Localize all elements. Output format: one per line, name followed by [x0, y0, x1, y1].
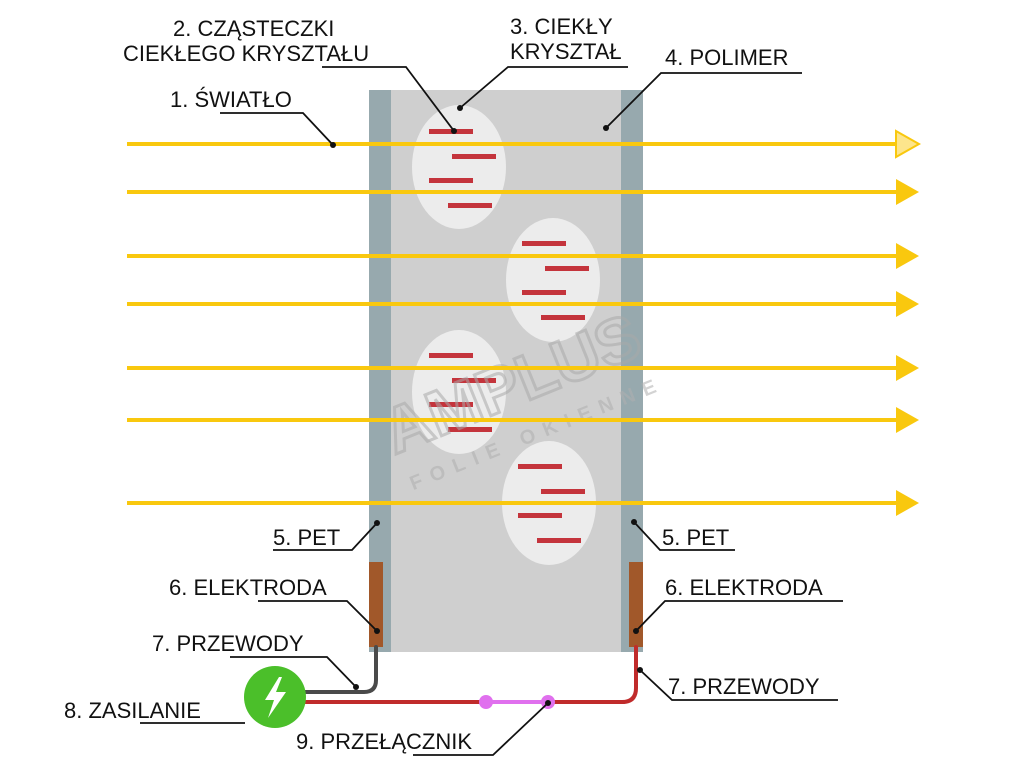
label-pet-right: 5. PET	[662, 525, 729, 550]
lc-particle	[452, 154, 496, 159]
leader-electrode-left	[258, 600, 378, 632]
arrowhead-icon	[896, 291, 919, 317]
label-power: 8. ZASILANIE	[64, 698, 201, 723]
label-lc-line2: KRYSZTAŁ	[510, 39, 622, 64]
label-wires-right: 7. PRZEWODY	[668, 674, 820, 699]
lc-particle	[522, 290, 566, 295]
lc-particle	[448, 427, 492, 432]
lc-particle	[541, 315, 585, 320]
arrowhead-icon	[896, 490, 919, 516]
lc-particle	[429, 353, 473, 358]
droplet	[412, 105, 506, 229]
arrowhead-icon	[896, 355, 919, 381]
wire-dark-left	[298, 645, 378, 694]
leader-switch	[413, 702, 549, 756]
leader-electrode-right	[635, 600, 843, 632]
lightning-bolt-icon	[265, 677, 286, 718]
pet-layer-right	[621, 90, 643, 652]
light-ray	[127, 291, 919, 317]
lc-particle	[545, 266, 589, 271]
label-wires-left: 7. PRZEWODY	[152, 631, 304, 656]
arrowhead-icon	[896, 407, 919, 433]
lc-particle	[429, 402, 473, 407]
leader-pet-right	[633, 521, 735, 551]
arrowhead-icon	[895, 129, 922, 159]
label-light: 1. ŚWIATŁO	[170, 87, 292, 112]
switch-contact	[479, 695, 493, 709]
leader-pet-left	[273, 522, 378, 551]
lc-particle	[518, 464, 562, 469]
lc-particle	[518, 513, 562, 518]
leader-lc	[459, 66, 628, 109]
label-electrode-left: 6. ELEKTRODA	[169, 575, 327, 600]
light-rays	[127, 129, 922, 516]
liquid-crystal-particles	[429, 129, 589, 543]
leader-lines	[140, 66, 843, 756]
light-ray	[127, 407, 919, 433]
wire-red	[298, 645, 638, 704]
label-lc-line1: 3. CIEKŁY	[510, 14, 613, 39]
light-ray	[127, 355, 919, 381]
label-electrode-right: 6. ELEKTRODA	[665, 575, 823, 600]
droplet	[412, 330, 506, 454]
pet-layer-left	[369, 90, 391, 652]
label-polymer: 4. POLIMER	[665, 45, 788, 70]
lc-particle	[429, 129, 473, 134]
lc-particle	[452, 378, 496, 383]
label-pet-left: 5. PET	[273, 525, 340, 550]
lc-particle	[537, 538, 581, 543]
electrode-right	[629, 562, 643, 647]
lc-particle	[429, 178, 473, 183]
power-supply	[244, 666, 306, 728]
light-ray	[127, 243, 919, 269]
leader-wires-left	[230, 656, 357, 688]
electrode-left	[369, 562, 383, 647]
liquid-crystal-droplets	[412, 105, 600, 565]
lc-particle	[448, 203, 492, 208]
labels: 1. ŚWIATŁO 2. CZĄSTECZKI CIEKŁEGO KRYSZT…	[64, 14, 823, 754]
light-ray	[127, 490, 919, 516]
arrowhead-icon	[896, 243, 919, 269]
light-ray	[127, 129, 922, 159]
leader-polymer	[605, 72, 802, 129]
droplet	[506, 218, 600, 342]
arrowhead-icon	[896, 179, 919, 205]
lc-particle	[541, 489, 585, 494]
leader-particles	[322, 66, 455, 132]
light-ray	[127, 179, 919, 205]
label-particles-line1: 2. CZĄSTECZKI	[173, 16, 334, 41]
wires	[298, 645, 638, 709]
label-particles-line2: CIEKŁEGO KRYSZTAŁU	[123, 41, 369, 66]
label-switch: 9. PRZEŁĄCZNIK	[296, 729, 472, 754]
lc-particle	[522, 241, 566, 246]
leader-wires-right	[639, 669, 838, 701]
leader-light	[220, 112, 334, 146]
